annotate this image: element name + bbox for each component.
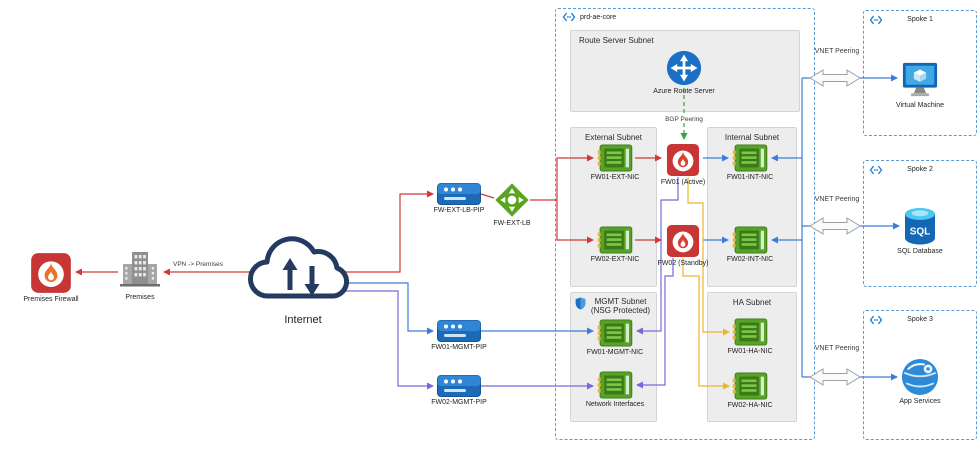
fw-ext-lb-node: FW-EXT-LB [467,182,557,228]
fw02-int-nic-node: FW02-INT-NIC [705,226,795,264]
vnet-icon [562,12,576,22]
vnet-icon [869,15,883,25]
route-server-icon [666,50,702,86]
app-services-label: App Services [899,398,941,405]
route-server-label: Azure Route Server [653,88,715,95]
peering-arrow-icon [809,217,861,235]
fw01-ext-nic-label: FW01-EXT-NIC [590,174,640,181]
building-icon [120,252,160,287]
firewall-icon [666,143,700,177]
fw02-mgmt-pip-node: FW02-MGMT-PIP [414,375,504,407]
fw02-ext-nic-node: FW02-EXT-NIC [570,226,660,264]
route-server-node: Azure Route Server [629,50,739,96]
premises-firewall-label: Premises Firewall [23,296,79,303]
vnet-icon [869,165,883,175]
nic-icon [732,318,768,346]
virtual-machine-node: Virtual Machine [875,60,965,110]
public-ip-icon [437,183,481,205]
sql-text: SQL [910,227,931,238]
nic-icon [732,144,768,172]
vnet-icon [869,315,883,325]
vnet-peering-label-2: VNET Peering [814,196,860,203]
sql-database-node: SQL SQL Database [875,206,965,256]
fw01-ext-nic-node: FW01-EXT-NIC [570,144,660,182]
fw02-ha-nic-label: FW02-HA-NIC [727,402,773,409]
public-ip-icon [437,375,481,397]
spoke2-box: Spoke 2 [863,160,977,287]
fw01-int-nic-label: FW01-INT-NIC [726,174,774,181]
fw01-node: FW01 (Active) [638,143,728,187]
vnet-peering-label-3: VNET Peering [814,345,860,352]
virtual-machine-icon [902,62,938,97]
fw02-mgmt-pip-label: FW02-MGMT-PIP [431,399,487,406]
fw01-mgmt-nic-node: FW01-MGMT-NIC [570,319,660,357]
premises-firewall-node: Premises Firewall [6,252,96,304]
fw01-ha-nic-node: FW01-HA-NIC [705,318,795,356]
peering-arrow-icon [809,69,861,87]
bgp-peering-label: BGP Peering [650,116,718,123]
fw01-mgmt-nic-label: FW01-MGMT-NIC [586,349,644,356]
ha-subnet-title: HA Subnet [732,298,772,307]
app-services-icon [901,358,939,396]
fw02-int-nic-label: FW02-INT-NIC [726,256,774,263]
nic-icon [597,226,633,254]
internal-subnet-title: Internal Subnet [724,133,780,142]
fw-ext-lb-pip-label: FW-EXT-LB-PIP [433,207,485,214]
mgmt-subnet-title: MGMT Subnet (NSG Protected) [590,297,651,316]
route-server-subnet-title: Route Server Subnet [579,36,654,45]
nic-icon [597,371,633,399]
fw01-int-nic-node: FW01-INT-NIC [705,144,795,182]
load-balancer-icon [495,183,529,217]
nic-icon [732,372,768,400]
network-interfaces-node: Network Interfaces [570,371,660,409]
premises-node: Premises [95,248,185,302]
sql-database-label: SQL Database [897,248,943,255]
vnet-peering-arrows [809,69,861,386]
peering-arrow-icon [809,368,861,386]
virtual-machine-label: Virtual Machine [895,102,945,109]
core-vnet-header: prd-ae-core [562,12,616,22]
core-vnet-title: prd-ae-core [580,13,617,21]
fw02-ha-nic-node: FW02-HA-NIC [705,372,795,410]
premises-label: Premises [125,294,155,301]
fw01-ha-nic-label: FW01-HA-NIC [727,348,773,355]
fw02-ext-nic-label: FW02-EXT-NIC [590,256,640,263]
internet-node: Internet [238,228,368,327]
spoke1-title: Spoke 1 [907,16,933,23]
spoke2-title: Spoke 2 [907,166,933,173]
sql-database-icon: SQL [905,208,935,245]
external-subnet-title: External Subnet [585,133,642,142]
spoke3-title: Spoke 3 [907,316,933,323]
nic-icon [597,319,633,347]
fw01-label: FW01 (Active) [660,179,706,186]
vpn-link-label: VPN -> Premises [172,261,224,268]
nic-icon [597,144,633,172]
nic-icon [732,226,768,254]
app-services-node: App Services [875,358,965,406]
public-ip-icon [437,320,481,342]
vnet-peering-label-1: VNET Peering [814,48,860,55]
firewall-icon [31,253,71,293]
fw-ext-lb-label: FW-EXT-LB [493,220,531,227]
fw01-mgmt-pip-node: FW01-MGMT-PIP [414,320,504,352]
fw-ext-lb-pip-node: FW-EXT-LB-PIP [414,183,504,215]
shield-icon [575,297,585,310]
internet-cloud-icon [248,236,350,299]
spoke3-box: Spoke 3 [863,310,977,440]
internet-label: Internet [284,314,322,326]
network-interfaces-label: Network Interfaces [585,401,645,408]
fw02-label: FW02 (Standby) [657,260,709,267]
spoke1-box: Spoke 1 [863,10,977,136]
fw01-mgmt-pip-label: FW01-MGMT-PIP [431,344,487,351]
firewall-icon [666,224,700,258]
